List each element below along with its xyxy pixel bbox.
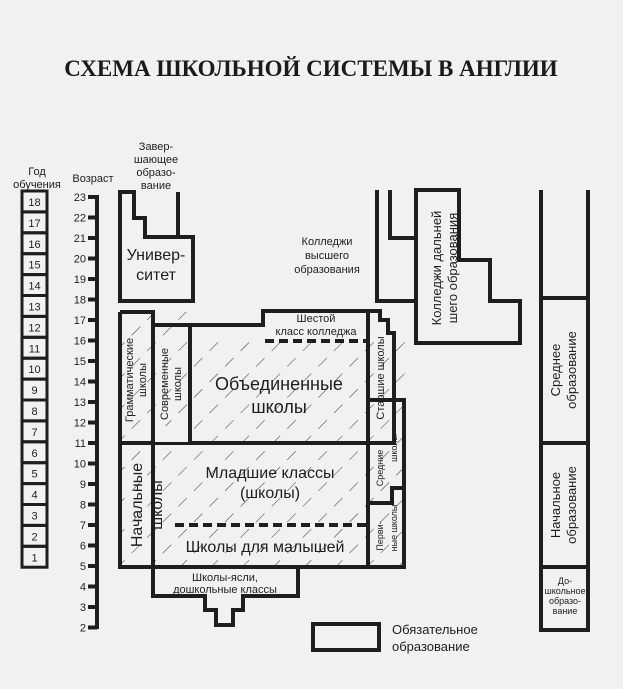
primary-ed-label: Начальное [548, 472, 563, 538]
legend-swatch [311, 622, 381, 652]
year-label: 4 [31, 490, 37, 502]
age-label: 10 [74, 459, 86, 471]
higher-colleges-label: Колледжи [302, 236, 353, 248]
age-label: 21 [74, 233, 86, 245]
schools-block [118, 309, 406, 627]
year-label: 5 [31, 469, 37, 481]
middle-schools-label: школы [389, 434, 399, 462]
preschool-ed-label: До- [558, 576, 572, 586]
primary-schools-label: школы [149, 480, 166, 529]
year-header: Год [28, 166, 46, 178]
year-header: обучения [13, 179, 61, 191]
further-colleges-label: шего образования [445, 213, 460, 323]
grammar-label: школы [137, 363, 149, 397]
modern-label: школы [172, 367, 184, 401]
university-block [118, 190, 195, 303]
age-label: 20 [74, 254, 86, 266]
age-label: 17 [74, 315, 86, 327]
legend: Обязательное образование [311, 622, 478, 654]
higher-colleges-label: образования [294, 264, 360, 276]
preschool-ed-label: школьное [545, 586, 586, 596]
further-colleges-block [375, 188, 522, 345]
year-label: 15 [28, 260, 40, 272]
year-label: 18 [28, 197, 40, 209]
legend-label: образование [392, 639, 470, 654]
year-label: 12 [28, 322, 40, 334]
further-colleges-label: Колледжи дальней [429, 211, 444, 326]
primary-ed-label: образование [564, 466, 579, 544]
nursery-label: дошкольные классы [173, 584, 277, 596]
sixth-form-label: Шестой [297, 313, 336, 325]
age-label: 18 [74, 295, 86, 307]
year-label: 1 [31, 552, 37, 564]
year-label: 17 [28, 218, 40, 230]
infant-label: Школы для малышей [186, 539, 345, 556]
age-label: 13 [74, 397, 86, 409]
modern-label: Современные [159, 348, 171, 420]
age-label: 6 [80, 541, 86, 553]
age-label: 2 [80, 623, 86, 635]
education-level-column [539, 190, 590, 632]
age-label: 8 [80, 500, 86, 512]
year-label: 7 [31, 427, 37, 439]
year-label: 13 [28, 302, 40, 314]
age-label: 3 [80, 602, 86, 614]
legend-label: Обязательное [392, 622, 478, 637]
year-label: 2 [31, 531, 37, 543]
year-label: 14 [28, 281, 40, 293]
completing-label: вание [141, 180, 171, 192]
comprehensive-label: Объединенные [215, 374, 343, 394]
upper-schools-label: Старшие школы [375, 336, 387, 419]
preschool-ed-label: образо- [549, 596, 581, 606]
completing-label: образо- [136, 167, 176, 179]
age-label: 12 [74, 418, 86, 430]
age-scale: 23 22 21 20 19 18 17 16 15 14 13 12 11 10 9 8 7 6 5 4 3 2 [74, 192, 99, 635]
university-label: Универ- [127, 247, 186, 264]
year-label: 8 [31, 406, 37, 418]
age-label: 22 [74, 213, 86, 225]
secondary-ed-label: образование [564, 331, 579, 409]
higher-colleges-label: высшего [305, 250, 349, 262]
age-label: 15 [74, 356, 86, 368]
year-column: 18 17 16 15 14 13 12 11 10 9 8 7 6 5 4 3 2 1 [20, 189, 49, 569]
middle-schools-label: Средние [375, 450, 385, 487]
age-label: 16 [74, 336, 86, 348]
year-label: 10 [28, 364, 40, 376]
grammar-label: Грамматические [124, 338, 136, 422]
secondary-ed-label: Среднее [548, 344, 563, 397]
year-label: 3 [31, 511, 37, 523]
age-label: 23 [74, 192, 86, 204]
first-schools-label: Перви- [375, 521, 385, 550]
age-label: 14 [74, 377, 86, 389]
age-label: 11 [75, 438, 86, 450]
age-label: 4 [80, 582, 86, 594]
junior-label: Младшие классы [206, 465, 335, 482]
first-schools-label: ные школы [389, 505, 399, 552]
year-label: 11 [29, 343, 40, 355]
sixth-form-label: класс колледжа [276, 326, 358, 338]
diagram-title: СХЕМА ШКОЛЬНОЙ СИСТЕМЫ В АНГЛИИ [64, 56, 558, 81]
age-header: Возраст [72, 173, 113, 185]
completing-label: Завер- [139, 141, 174, 153]
age-label: 19 [74, 274, 86, 286]
comprehensive-label: школы [251, 397, 307, 417]
nursery-label: Школы-ясли, [192, 572, 258, 584]
age-label: 5 [80, 561, 86, 573]
primary-schools-label: Начальные [129, 463, 146, 547]
completing-label: шающее [134, 154, 178, 166]
year-label: 16 [28, 239, 40, 251]
year-label: 9 [31, 385, 37, 397]
age-label: 9 [80, 479, 86, 491]
age-label: 7 [80, 520, 86, 532]
junior-label: (школы) [240, 485, 300, 502]
year-box [20, 544, 49, 569]
preschool-ed-label: вание [553, 606, 578, 616]
university-label: ситет [136, 267, 176, 284]
year-label: 6 [31, 448, 37, 460]
